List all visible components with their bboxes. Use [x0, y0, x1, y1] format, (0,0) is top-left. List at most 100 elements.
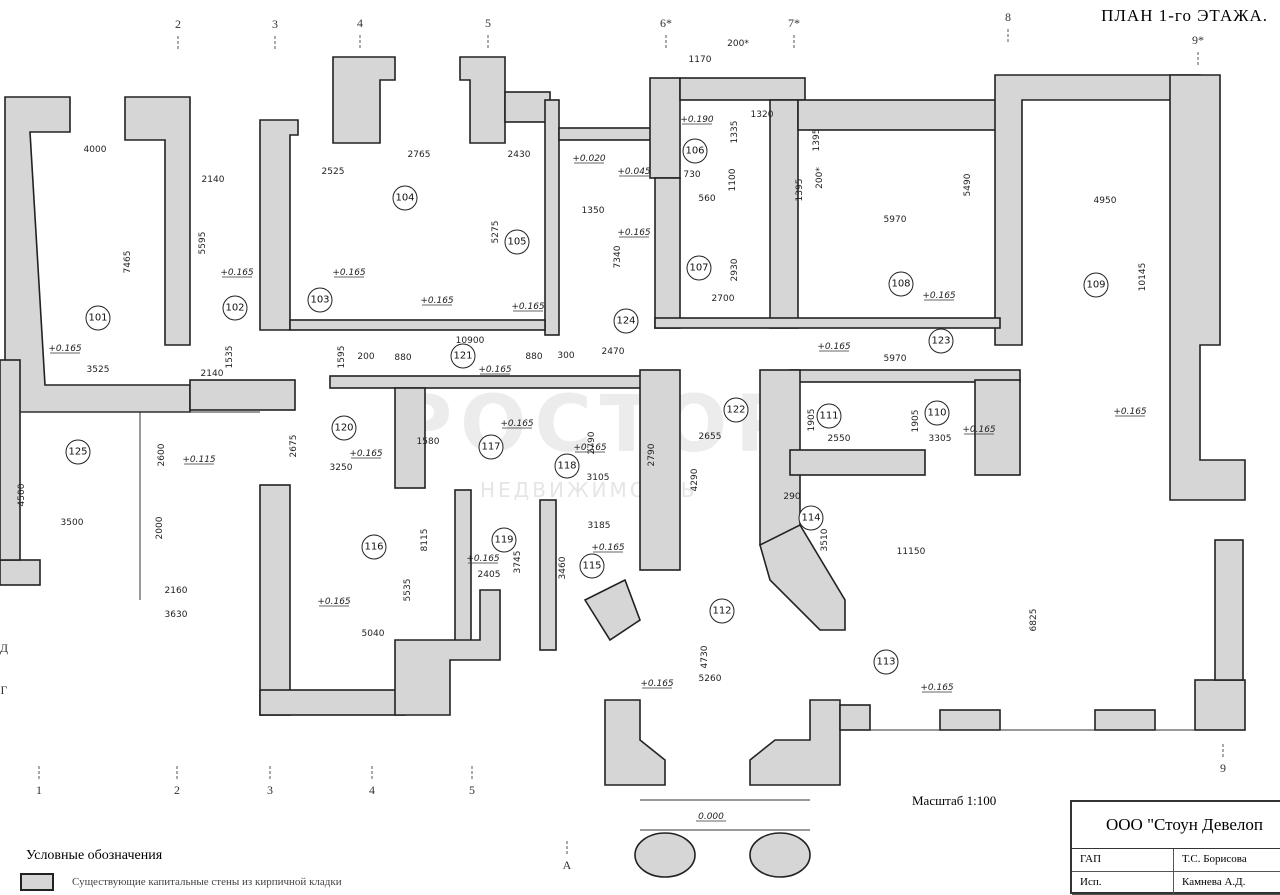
- wall: [259, 119, 299, 331]
- room-number: 102: [225, 303, 244, 314]
- wall: [604, 699, 666, 786]
- wall: [654, 317, 1001, 329]
- room-marker: [478, 434, 504, 460]
- room-108: 108: [888, 271, 914, 297]
- room-120: 120: [331, 415, 357, 441]
- wall: [789, 449, 926, 476]
- room-123: 123: [928, 328, 954, 354]
- wall: [797, 99, 999, 131]
- axis-label-top: 6*: [660, 16, 672, 30]
- room-number: 115: [582, 561, 601, 572]
- room-marker: [873, 649, 899, 675]
- level-mark: +0.165: [640, 679, 674, 689]
- room-marker: [65, 439, 91, 465]
- wall: [259, 689, 406, 716]
- room-number: 104: [395, 193, 414, 204]
- room-121: 121: [450, 343, 476, 369]
- dimension-label: 1905: [911, 410, 921, 433]
- person: Т.С. Борисова: [1182, 853, 1247, 865]
- level-mark: +0.165: [317, 597, 351, 607]
- dimension-label: 3250: [330, 463, 353, 473]
- level-mark: +0.190: [680, 115, 714, 125]
- room-118: 118: [554, 453, 580, 479]
- room-number: 117: [481, 442, 500, 453]
- level-mark: +0.165: [511, 302, 545, 312]
- room-101: 101: [85, 305, 111, 331]
- wall: [759, 523, 846, 631]
- dimension-label: 7340: [613, 245, 623, 268]
- level-mark: +0.165: [617, 228, 651, 238]
- room-marker: [613, 308, 639, 334]
- levels: +0.165+0.165+0.165+0.165+0.165+0.020+0.0…: [48, 115, 1147, 822]
- axis-label-top: 2: [175, 17, 181, 31]
- wall: [0, 559, 41, 586]
- dimension-label: 1335: [730, 121, 740, 144]
- dimension-label: 730: [683, 170, 700, 180]
- room-number: 118: [557, 461, 576, 472]
- dimension-label: 3305: [929, 434, 952, 444]
- room-number: 106: [685, 146, 704, 157]
- axis-label-bottom: А: [563, 858, 572, 872]
- dimension-label: 7465: [123, 251, 133, 274]
- room-124: 124: [613, 308, 639, 334]
- dimension-label: 290: [783, 492, 800, 502]
- dimension-label: 2700: [712, 294, 735, 304]
- wall: [259, 484, 291, 716]
- wall: [1169, 74, 1246, 501]
- level-mark: 0.000: [698, 812, 724, 822]
- dimension-label: 5970: [884, 354, 907, 364]
- level-mark: +0.165: [349, 449, 383, 459]
- dimension-label: 1395: [795, 179, 805, 202]
- wall: [1194, 679, 1246, 731]
- dimension-label: 5275: [491, 221, 501, 244]
- room-number: 125: [68, 447, 87, 458]
- axis-label-bottom: 3: [267, 783, 273, 797]
- room-number: 109: [1086, 280, 1105, 291]
- dimension-label: 5260: [699, 674, 722, 684]
- level-mark: +0.165: [573, 443, 607, 453]
- dimension-label: 2140: [201, 369, 224, 379]
- wall: [0, 359, 21, 561]
- dimension-label: 1100: [728, 168, 738, 191]
- axis-label-top: 8: [1005, 10, 1011, 24]
- room-marker: [723, 397, 749, 423]
- dimension-label: 2930: [730, 258, 740, 281]
- room-number: 119: [494, 535, 513, 546]
- room-marker: [798, 505, 824, 531]
- wall: [974, 379, 1021, 476]
- room-number: 123: [931, 336, 950, 347]
- room-111: 111: [816, 403, 842, 429]
- wall: [939, 709, 1001, 731]
- dimension-label: 1320: [751, 110, 774, 120]
- wall: [544, 99, 560, 336]
- room-number: 124: [616, 316, 635, 327]
- role: ГАП: [1072, 849, 1174, 871]
- room-number: 107: [689, 263, 708, 274]
- scale-label: Масштаб 1:100: [912, 793, 997, 808]
- title-block-row: ГАП Т.С. Борисова: [1072, 849, 1280, 872]
- dimension-label: 3525: [87, 365, 110, 375]
- wall: [329, 375, 651, 389]
- room-marker: [491, 527, 517, 553]
- room-number: 120: [334, 423, 353, 434]
- dimension-label: 2430: [508, 150, 531, 160]
- dimension-label: 1595: [337, 346, 347, 369]
- room-marker: [1083, 272, 1109, 298]
- dimension-label: 10145: [1138, 263, 1148, 292]
- axis-label-top: 5: [485, 16, 491, 30]
- legend-item: Существующие капитальные стены из кирпич…: [20, 873, 342, 891]
- level-mark: +0.165: [591, 543, 625, 553]
- room-number: 122: [726, 405, 745, 416]
- room-number: 114: [801, 513, 820, 524]
- wall: [654, 177, 681, 329]
- dimension-label: 11150: [897, 547, 926, 557]
- dimension-label: 880: [394, 353, 411, 363]
- dimension-label: 8115: [420, 529, 430, 552]
- room-105: 105: [504, 229, 530, 255]
- level-mark: +0.045: [617, 167, 651, 177]
- level-mark: +0.165: [332, 268, 366, 278]
- dimension-label: 2000: [155, 516, 165, 539]
- level-mark: +0.165: [220, 268, 254, 278]
